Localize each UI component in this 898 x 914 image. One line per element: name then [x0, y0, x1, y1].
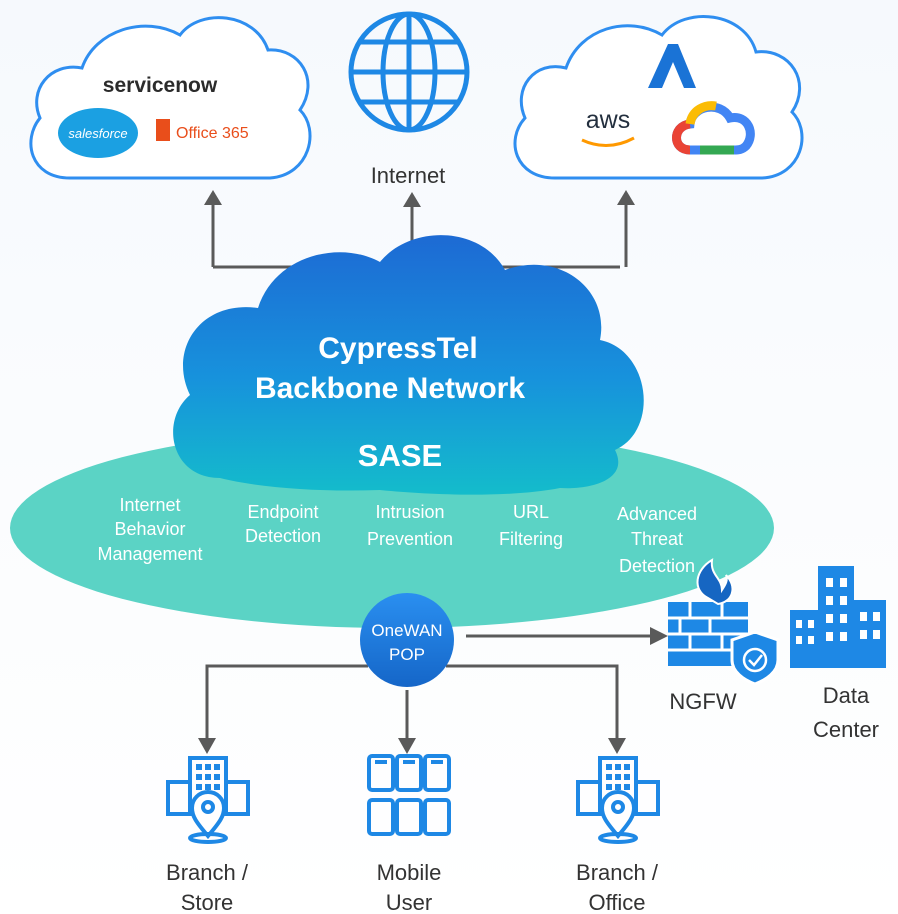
feature-url-line2: Filtering: [499, 529, 563, 549]
globe-icon: [348, 11, 470, 133]
datacenter-label-line1: Data: [823, 683, 870, 708]
mobile-user-label-line2: User: [386, 890, 432, 914]
salesforce-logo: salesforce: [68, 126, 127, 141]
feature-endpoint-line1: Endpoint: [247, 502, 318, 522]
pop-label-line1: OneWAN: [371, 621, 442, 640]
branch-office-label-line1: Branch /: [576, 860, 659, 885]
downlink-left-line: [205, 664, 368, 740]
aws-logo: aws: [586, 106, 630, 134]
mobile-user-label-line1: Mobile: [377, 860, 442, 885]
servicenow-logo: servicenow: [103, 74, 218, 97]
google-cloud-logo: [672, 101, 755, 155]
aws-smile: [581, 136, 635, 147]
saas-cloud: servicenow salesforce Office 365: [29, 16, 312, 180]
iaas-cloud-outline: [513, 14, 804, 180]
onewan-pop-circle: [360, 593, 454, 687]
arrow-down-branch-store: [198, 738, 216, 754]
building-location-icon: [576, 756, 660, 844]
feature-intrusion-line2: Prevention: [367, 529, 453, 549]
feature-internet-behavior-line3: Management: [97, 544, 202, 564]
datacenter-label-line2: Center: [813, 717, 879, 742]
feature-internet-behavior-line2: Behavior: [114, 519, 185, 539]
feature-advanced-line3: Detection: [619, 556, 695, 576]
fire-icon: [696, 558, 734, 606]
iaas-cloud: aws: [513, 14, 804, 180]
azure-logo: [648, 44, 696, 88]
arrow-up-saas: [204, 190, 222, 205]
branch-store-label-line2: Store: [181, 890, 234, 914]
feature-internet-behavior-line1: Internet: [119, 495, 180, 515]
sase-features: Internet Behavior Management Endpoint De…: [97, 495, 697, 576]
downlink-right-line: [446, 664, 619, 740]
branch-office-label-line2: Office: [588, 890, 645, 914]
feature-advanced-line2: Threat: [631, 529, 683, 549]
feature-url-line1: URL: [513, 502, 549, 522]
arrow-down-branch-office: [608, 738, 626, 754]
arrow-up-internet: [403, 192, 421, 207]
backbone-title-line1: CypressTel: [318, 332, 478, 365]
feature-endpoint-line2: Detection: [245, 526, 321, 546]
arrow-right-ngfw: [650, 627, 668, 645]
building-location-icon: [166, 756, 250, 844]
backbone-cloud: [173, 235, 644, 495]
firewall-icon: [668, 558, 780, 686]
office-365-label: Office 365: [176, 125, 249, 142]
feature-advanced-line1: Advanced: [617, 504, 697, 524]
pop-label-line2: POP: [389, 645, 425, 664]
mobile-devices-icon: [367, 754, 451, 836]
shield-check-icon: [730, 630, 780, 686]
arrow-down-mobile-user: [398, 738, 416, 754]
backbone-title-line2: Backbone Network: [255, 372, 525, 405]
downlink-connectors: [205, 634, 650, 740]
arrow-up-iaas: [617, 190, 635, 205]
internet-node: Internet: [348, 11, 470, 188]
branch-store-label-line1: Branch /: [166, 860, 249, 885]
salesforce-logo-cloud: [58, 108, 138, 158]
ngfw-label: NGFW: [669, 689, 736, 714]
internet-label: Internet: [371, 163, 446, 188]
building-icon: [790, 566, 886, 668]
office-365-icon: [156, 119, 170, 141]
feature-intrusion-line1: Intrusion: [375, 502, 444, 522]
sase-title: SASE: [358, 438, 442, 473]
